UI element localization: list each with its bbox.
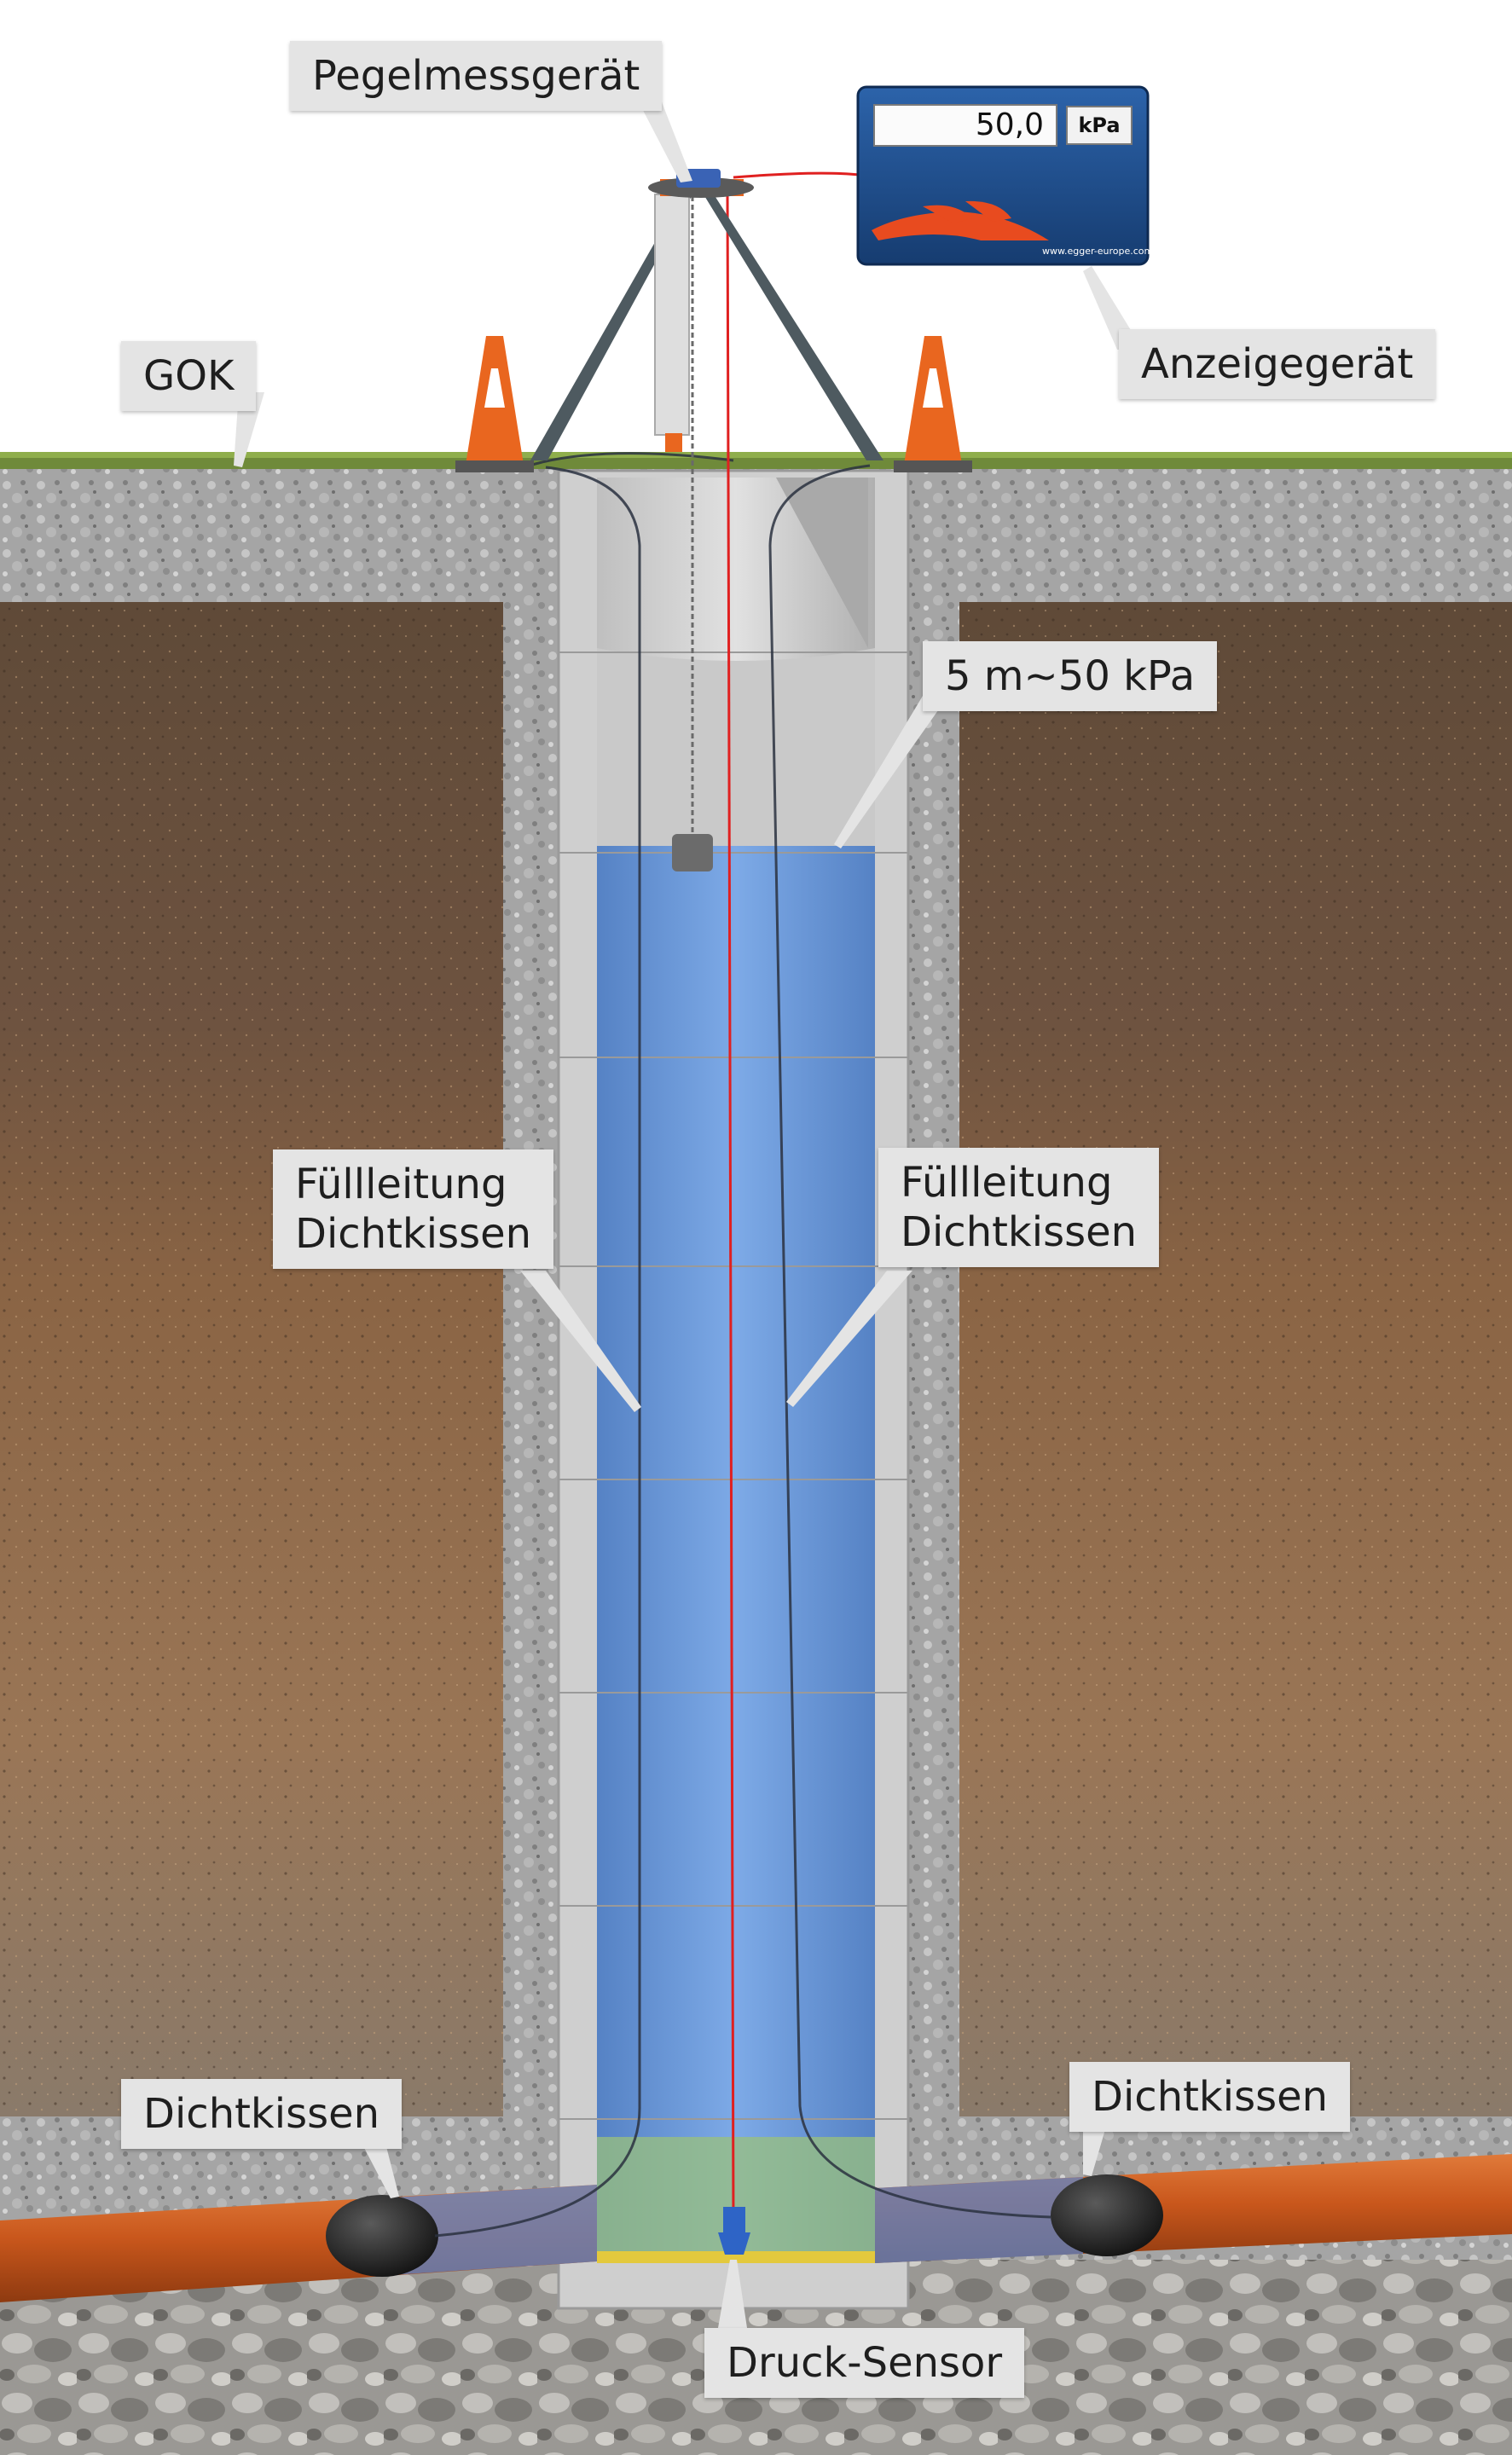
label-line: Dichtkissen: [901, 1208, 1138, 1256]
label-fuellleitung-right: Füllleitung Dichtkissen: [878, 1148, 1160, 1267]
traffic-cone-left: [455, 336, 534, 472]
sealing-cushion-right: [1051, 2174, 1163, 2256]
sealing-cushion-left: [326, 2195, 438, 2277]
traffic-cone-right: [894, 336, 972, 472]
sewer-pipe-left: [0, 2185, 597, 2302]
pressure-sensor-icon: [718, 2207, 750, 2255]
label-line: Füllleitung: [295, 1161, 507, 1208]
tripod: [530, 169, 883, 460]
label-anzeigegeraet: Anzeigegerät: [1119, 329, 1436, 399]
label-pegelmessgeraet: Pegelmessgerät: [290, 41, 663, 111]
label-gok: GOK: [121, 341, 257, 411]
soil-layer: [0, 602, 1512, 2116]
label-druck-sensor: Druck-Sensor: [704, 2328, 1025, 2398]
sensor-cable: [726, 187, 735, 2226]
label-pressure-level: 5 m~50 kPa: [923, 641, 1218, 711]
fill-lines: [434, 452, 1051, 2238]
sewer-pipe-right: [875, 2154, 1512, 2263]
egger-logo-icon: [872, 211, 1049, 240]
callout-pointers: [234, 96, 1143, 2328]
ground-surface-grass: [0, 452, 1512, 469]
display-value: 50,0: [873, 104, 1057, 147]
label-fuellleitung-left: Füllleitung Dichtkissen: [273, 1149, 554, 1269]
label-dichtkissen-left: Dichtkissen: [121, 2079, 403, 2149]
label-dichtkissen-right: Dichtkissen: [1069, 2062, 1351, 2132]
label-line: Dichtkissen: [295, 1210, 532, 1258]
label-line: Füllleitung: [901, 1159, 1113, 1207]
display-cable: [733, 171, 860, 179]
water-column: [597, 846, 875, 2261]
display-url: www.egger-europe.com: [1042, 246, 1153, 257]
level-weight: [672, 834, 713, 871]
display-unit: kPa: [1066, 106, 1133, 145]
